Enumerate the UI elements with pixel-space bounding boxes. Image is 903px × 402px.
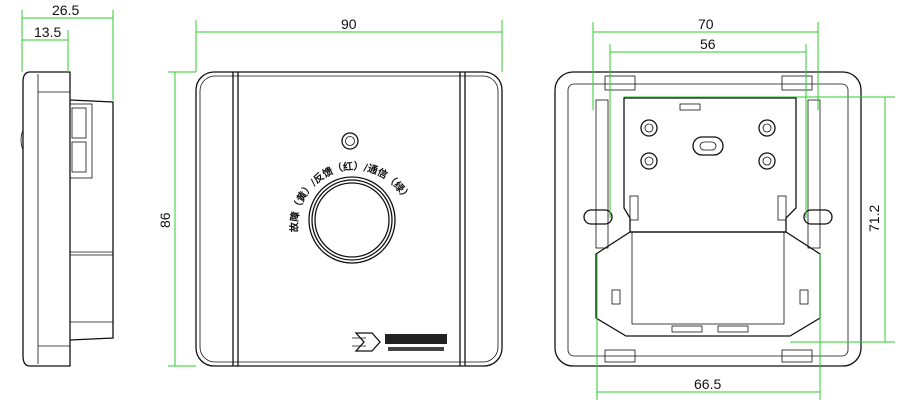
front-view: 故障（黄）/反馈（红）/通信（绿） 90 86 xyxy=(157,16,503,367)
dim-back-hole-spacing: 56 xyxy=(700,36,716,52)
dim-back-bottom-width: 66.5 xyxy=(694,376,721,392)
dim-front-width: 90 xyxy=(341,16,357,32)
brand-logo xyxy=(352,332,447,352)
rotary-knob[interactable] xyxy=(308,176,396,264)
back-view: 70 56 71.2 66.5 xyxy=(554,16,895,400)
side-view: 26.5 13.5 xyxy=(20,2,114,367)
dim-side-depth-total: 26.5 xyxy=(52,2,79,18)
dim-back-width: 70 xyxy=(698,16,714,32)
dim-back-height: 71.2 xyxy=(866,205,882,232)
indicator-led-icon xyxy=(341,132,359,150)
dim-front-height: 86 xyxy=(157,212,173,228)
dim-side-depth-body: 13.5 xyxy=(34,24,61,40)
